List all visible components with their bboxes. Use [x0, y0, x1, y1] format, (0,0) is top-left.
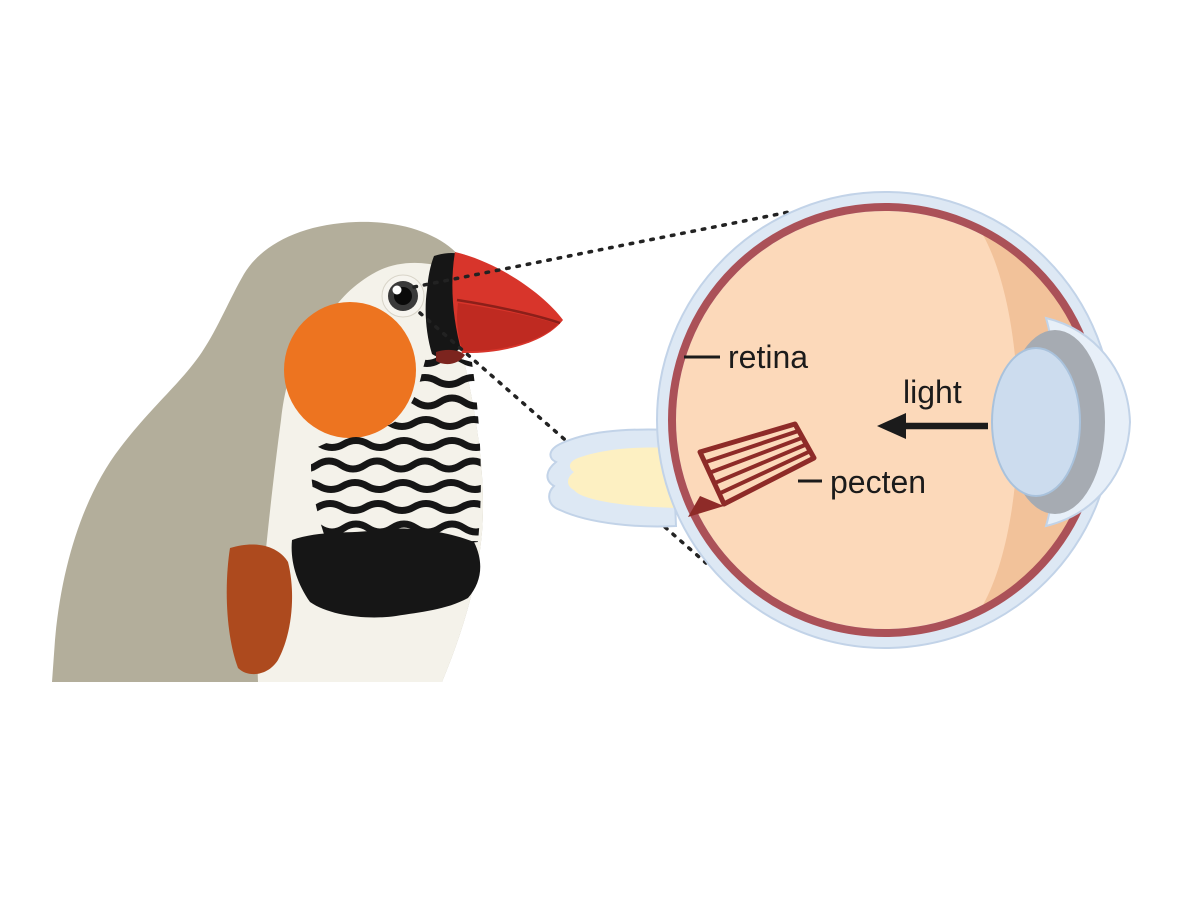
light-arrow-icon: [877, 413, 988, 439]
pecten-stem: [688, 496, 724, 517]
bird-beak: [452, 252, 563, 354]
pecten-pleats: [702, 428, 813, 496]
pecten-label: pecten: [830, 464, 926, 500]
bird-chin-spot: [436, 349, 465, 365]
beak-lower-shade: [457, 303, 558, 352]
lens: [991, 347, 1081, 497]
pecten-structure: [688, 421, 817, 517]
bird-chestnut-flank: [226, 544, 293, 675]
bird-eye-glint: [392, 285, 402, 295]
zebra-finch-illustration: [52, 221, 563, 682]
bird-eye: [381, 274, 425, 318]
light-arrow-head: [877, 413, 906, 439]
optic-nerve: [546, 428, 678, 528]
eye-interior: [676, 211, 1094, 629]
light-label: light: [903, 374, 962, 410]
magnifier-line-top: [412, 210, 791, 289]
retina-label: retina: [728, 339, 808, 375]
optic-nerve-core: [568, 447, 676, 508]
beak-mouth-line: [456, 298, 561, 325]
eye-cross-section: retina light pecten: [546, 191, 1132, 649]
bird-breast-band: [291, 528, 481, 618]
bird-cheek-patch: [284, 302, 416, 438]
